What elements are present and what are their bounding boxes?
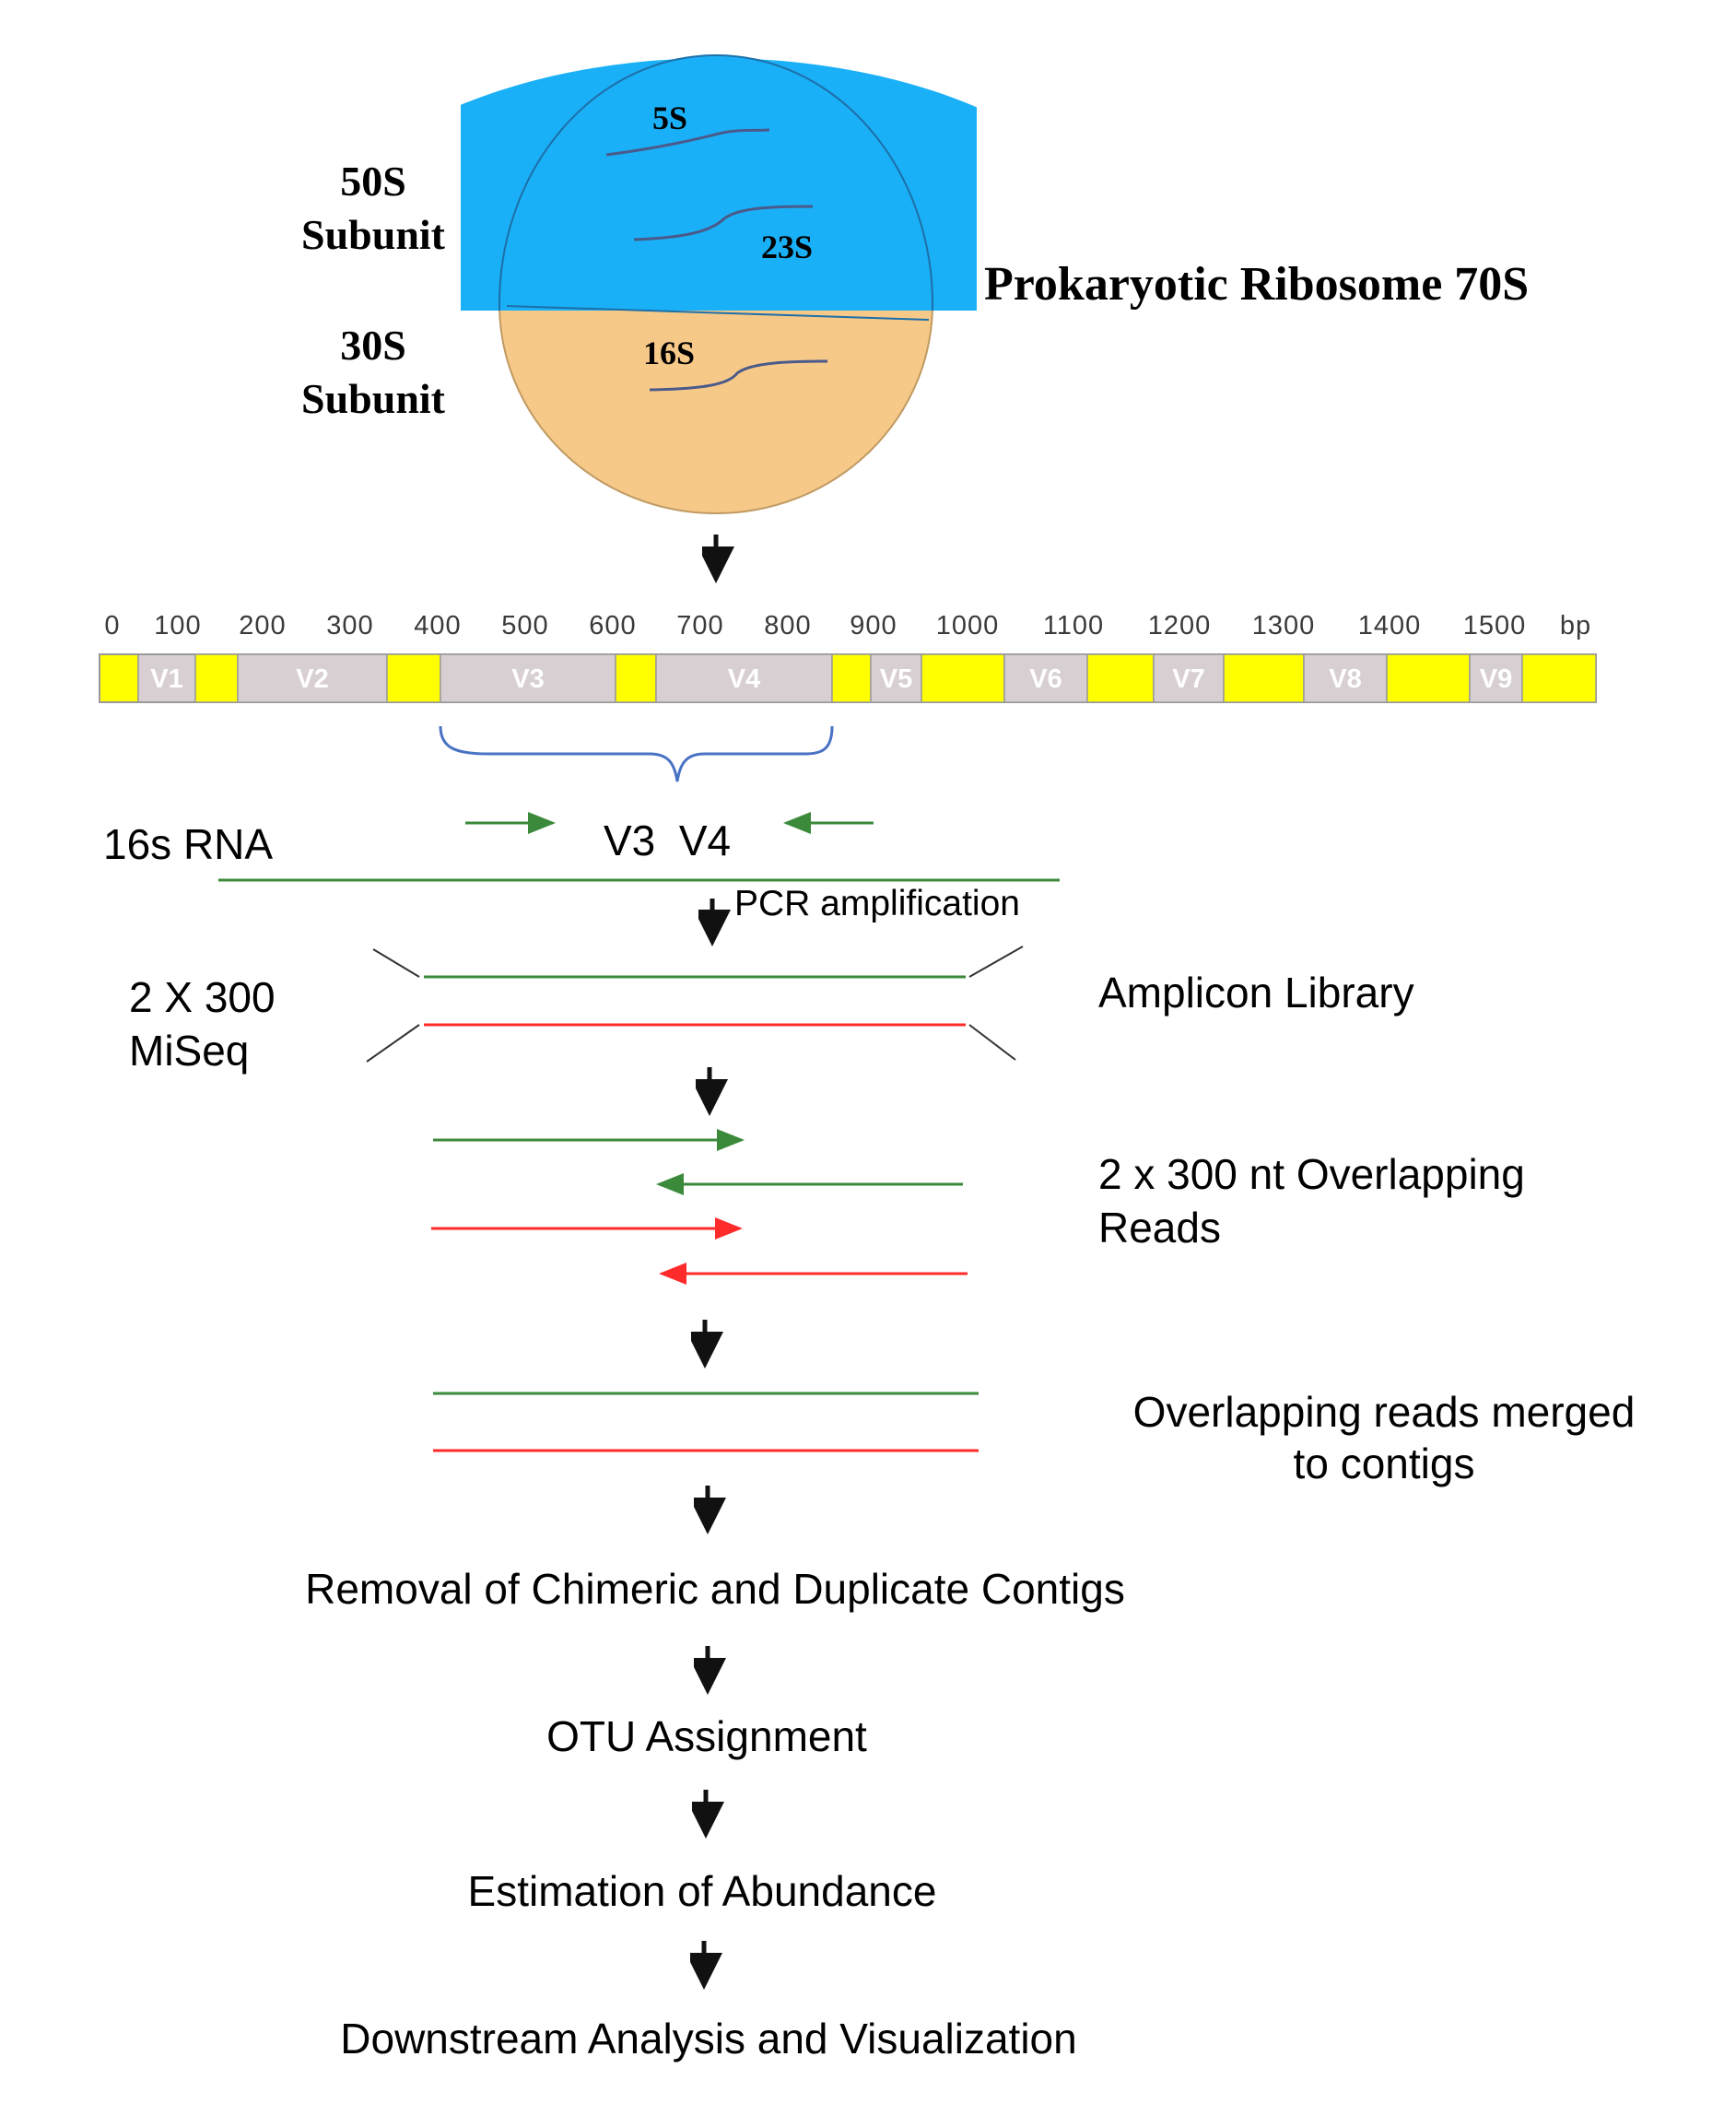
- ribosome-title: Prokaryotic Ribosome 70S: [984, 258, 1529, 311]
- conserved-region-4: [386, 653, 441, 703]
- rrna-23s-strand: [633, 205, 814, 241]
- merge-label-line1: Overlapping reads merged: [1133, 1388, 1636, 1436]
- variable-region-v3: [440, 653, 616, 703]
- amplicon-library-label: Amplicon Library: [1098, 969, 1414, 1016]
- conserved-region-18: [1521, 653, 1597, 703]
- variable-region-v4: [655, 653, 833, 703]
- amplification-section: 16s RNA V3 V4 PCR amplification: [103, 812, 1060, 933]
- scale-unit-label: bp: [1560, 611, 1591, 640]
- conserved-region-14: [1223, 653, 1305, 703]
- reads-label-line2: Reads: [1098, 1204, 1221, 1252]
- small-subunit-label-line2: Subunit: [301, 375, 446, 422]
- scale-label-0: 0: [104, 611, 120, 640]
- small-subunit-label-line1: 30S: [340, 322, 406, 369]
- large-subunit-label-line2: Subunit: [301, 211, 446, 258]
- processing-steps: Removal of Chimeric and Duplicate Contig…: [305, 1565, 1125, 2062]
- pcr-amplification-label: PCR amplification: [734, 884, 1020, 923]
- variable-region-v1: [137, 653, 196, 703]
- step-downstream-analysis: Downstream Analysis and Visualization: [340, 2015, 1076, 2062]
- scale-label-100: 100: [154, 611, 201, 640]
- platform-label-line2: MiSeq: [129, 1027, 249, 1075]
- scale-label-1400: 1400: [1358, 611, 1422, 640]
- large-subunit-50s-shape: [499, 54, 933, 311]
- scale-label-1000: 1000: [936, 611, 1000, 640]
- variable-region-label-v6: V6: [1029, 664, 1062, 694]
- conserved-region-10: [921, 653, 1005, 703]
- conserved-region-8: [831, 653, 872, 703]
- scale-label-900: 900: [850, 611, 897, 640]
- gene-map-16s: V1 V2 V3 V4 V5 V6 V7 V8 V9: [99, 653, 1597, 703]
- scale-label-400: 400: [414, 611, 461, 640]
- conserved-region-6: [615, 653, 657, 703]
- rrna-16s-label: 16S: [643, 335, 695, 371]
- ribosome: 5S 23S 16S 50S Subunit 30S Subunit Proka…: [301, 54, 1529, 514]
- platform-label-line1: 2 X 300: [129, 973, 276, 1021]
- step-removal: Removal of Chimeric and Duplicate Contig…: [305, 1565, 1125, 1613]
- amplicon-library-section: 2 X 300 MiSeq Amplicon Library: [129, 946, 1414, 1102]
- rrna-5s-strand: [605, 128, 770, 157]
- variable-region-label-v5: V5: [880, 664, 912, 694]
- gene-map-scale: 0 100 200 300 400 500 600 700 800 900 1000 1100 1200…: [104, 611, 1591, 640]
- step-abundance: Estimation of Abundance: [468, 1867, 937, 1915]
- target-region-label: V3 V4: [604, 817, 731, 864]
- merge-label-line2: to contigs: [1294, 1440, 1475, 1487]
- scale-label-700: 700: [676, 611, 723, 640]
- conserved-region-0: [99, 653, 139, 703]
- reads-section: 2 x 300 nt Overlapping Reads: [431, 1129, 1525, 1355]
- adapter-top-right: [968, 946, 1024, 978]
- variable-region-label-v2: V2: [296, 664, 328, 694]
- subunit-boundary: [506, 305, 930, 321]
- rna-label: 16s RNA: [103, 820, 273, 868]
- scale-label-200: 200: [239, 611, 286, 640]
- variable-region-label-v3: V3: [511, 664, 544, 694]
- step-otu-assignment: OTU Assignment: [546, 1712, 867, 1760]
- variable-region-label-v8: V8: [1329, 664, 1361, 694]
- adapter-bottom-right: [968, 1024, 1016, 1061]
- scale-label-1500: 1500: [1463, 611, 1527, 640]
- adapter-bottom-left: [366, 1024, 420, 1063]
- reads-label-line1: 2 x 300 nt Overlapping: [1098, 1150, 1525, 1198]
- variable-region-v2: [237, 653, 388, 703]
- scale-label-800: 800: [764, 611, 811, 640]
- merge-section: Overlapping reads merged to contigs: [433, 1388, 1635, 1521]
- conserved-region-12: [1086, 653, 1155, 703]
- scale-label-1300: 1300: [1252, 611, 1316, 640]
- variable-region-v9: [1469, 653, 1523, 703]
- rrna-16s-strand: [649, 359, 828, 392]
- scale-label-500: 500: [501, 611, 548, 640]
- rrna-5s-label: 5S: [652, 100, 687, 136]
- scale-label-300: 300: [326, 611, 373, 640]
- scale-label-1100: 1100: [1043, 611, 1104, 640]
- variable-region-label-v4: V4: [728, 664, 760, 694]
- large-subunit-label-line1: 50S: [340, 158, 406, 205]
- v3-v4-brace: [439, 725, 834, 782]
- conserved-region-16: [1386, 653, 1471, 703]
- variable-region-v7: [1153, 653, 1225, 703]
- scale-label-1200: 1200: [1148, 611, 1212, 640]
- rrna-23s-label: 23S: [761, 229, 813, 265]
- adapter-top-left: [372, 948, 420, 978]
- conserved-region-2: [194, 653, 239, 703]
- scale-label-600: 600: [589, 611, 636, 640]
- variable-region-v8: [1303, 653, 1388, 703]
- variable-region-label-v1: V1: [150, 664, 182, 694]
- variable-region-label-v7: V7: [1172, 664, 1204, 694]
- variable-region-label-v9: V9: [1480, 664, 1512, 694]
